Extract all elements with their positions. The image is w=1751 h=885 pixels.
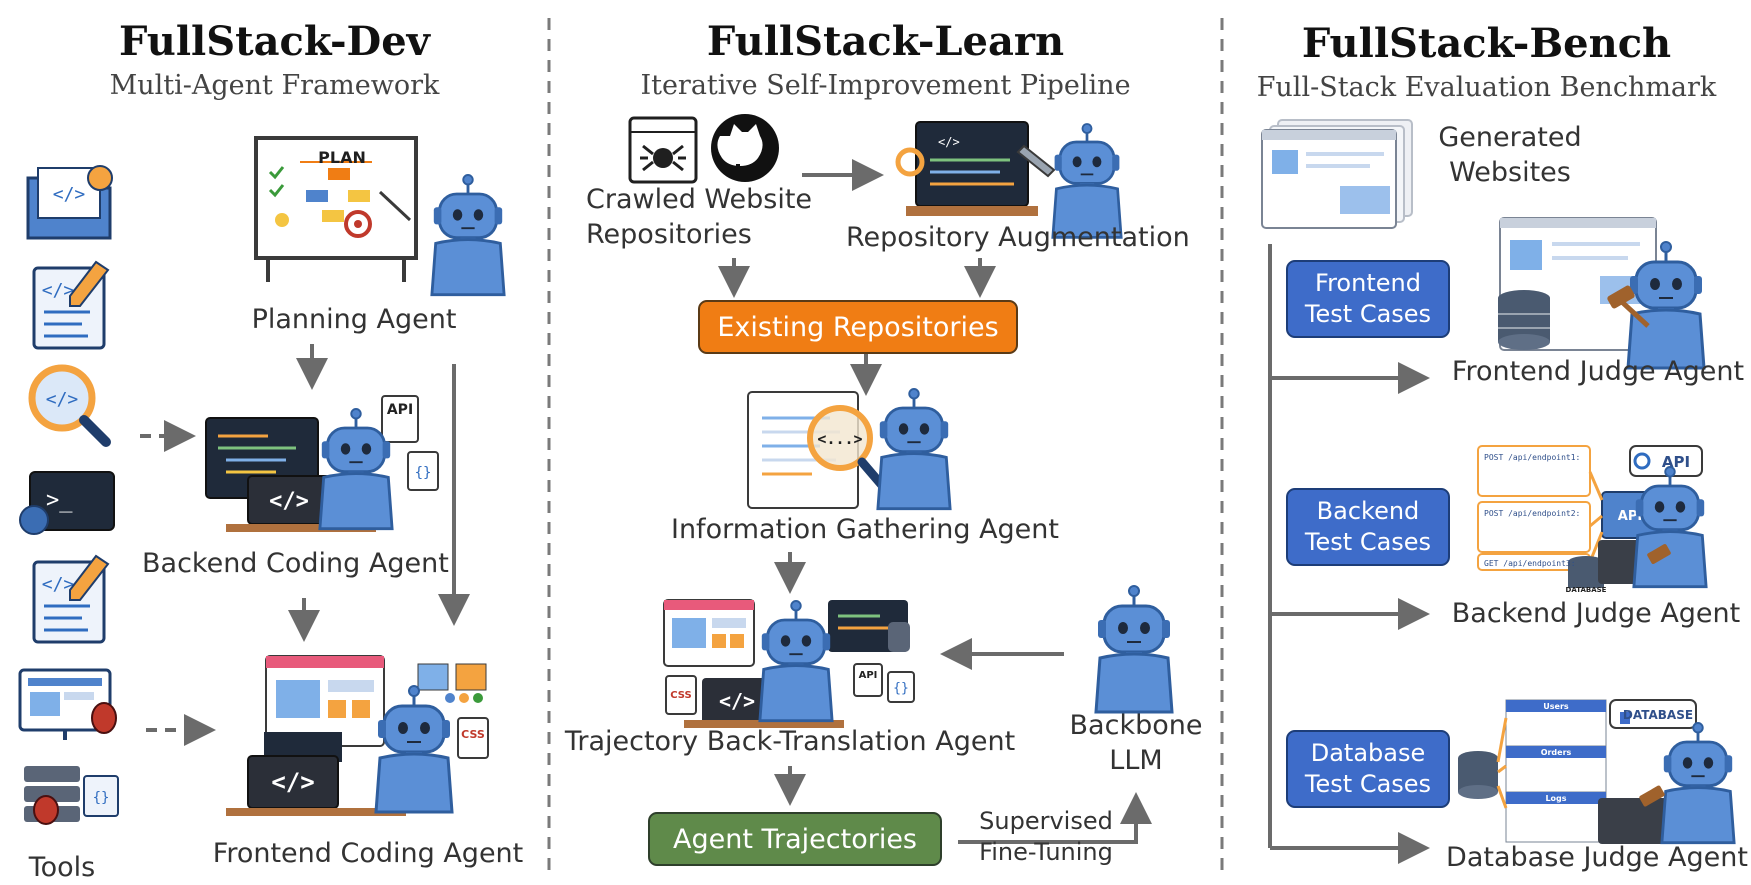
gear-icon — [895, 147, 925, 177]
augmentation-illustration: </> — [895, 121, 1056, 216]
database-small-label: DATABASE — [1566, 586, 1607, 594]
edit-code-icon: </> — [32, 260, 110, 350]
frontend-judge-label: Frontend Judge Agent — [1451, 356, 1745, 387]
middle-subtitle: Iterative Self-Improvement Pipeline — [640, 70, 1131, 101]
info-robot-icon — [876, 387, 952, 511]
plan-board-text: PLAN — [318, 148, 366, 167]
existing-repositories-box: Existing Repositories — [698, 300, 1018, 354]
edit-doc-icon: </> — [32, 554, 110, 644]
endpoint-1-line: POST /api/endpoint1: — [1484, 453, 1580, 462]
gavel-icon — [1639, 785, 1665, 807]
users-table-title: Users — [1543, 702, 1569, 711]
folder-code-icon: </> — [26, 165, 113, 240]
github-icon — [711, 114, 779, 182]
endpoint-2-line: POST /api/endpoint2: — [1484, 509, 1580, 518]
frontend-agent-label: Frontend Coding Agent — [212, 838, 524, 869]
svg-text:</>: </> — [53, 184, 86, 205]
endpoint-3-line: GET /api/endpoint3: — [1484, 559, 1576, 568]
agent-trajectories-box: Agent Trajectories — [648, 812, 942, 866]
back-translation-illustration: </> {} — [663, 599, 915, 728]
database-badge: DATABASE — [1623, 708, 1693, 722]
svg-text:</>: </> — [271, 768, 314, 796]
frontend-illustration: </> — [226, 655, 489, 816]
right-subtitle: Full-Stack Evaluation Benchmark — [1256, 72, 1717, 103]
planning-board-illustration — [254, 136, 418, 282]
backend-api-label: API — [387, 402, 413, 418]
info-gathering-illustration — [747, 391, 891, 509]
monitor-bug-icon — [18, 668, 117, 740]
backend-judge-label: Backend Judge Agent — [1451, 598, 1741, 629]
backbone-robot-icon — [1094, 584, 1174, 714]
svg-text:</>: </> — [938, 135, 960, 149]
database-judge-illustration — [1458, 699, 1697, 844]
terminal-icon: >_ — [19, 471, 115, 535]
crawled-repositories-label: Crawled Website Repositories — [586, 184, 813, 251]
planning-robot-icon — [430, 173, 506, 297]
frontend-css-label: CSS — [461, 728, 485, 741]
generated-websites-icon — [1261, 119, 1413, 229]
tools-label: Tools — [28, 852, 96, 883]
svg-text:</>: </> — [42, 280, 75, 301]
backend-agent-label: Backend Coding Agent — [142, 548, 449, 579]
svg-text:</>: </> — [42, 574, 75, 595]
spider-web-icon — [628, 116, 698, 184]
frontend-robot-icon — [374, 684, 454, 814]
database-judge-robot-icon — [1660, 721, 1736, 845]
bt-api-label: API — [859, 670, 878, 681]
gavel-icon — [1607, 285, 1650, 328]
back-translation-agent-label: Trajectory Back-Translation Agent — [564, 726, 1016, 757]
search-code-icon: </> — [28, 364, 111, 447]
backend-test-cases-box: Backend Test Cases — [1286, 488, 1450, 566]
left-subtitle: Multi-Agent Framework — [109, 70, 440, 101]
svg-text:{}: {} — [893, 681, 909, 696]
svg-text:{}: {} — [415, 465, 432, 481]
database-test-cases-box: Database Test Cases — [1286, 730, 1450, 808]
left-title: FullStack-Dev — [119, 18, 430, 65]
bt-css-label: CSS — [670, 690, 691, 701]
right-title: FullStack-Bench — [1301, 20, 1672, 67]
backend-illustration: </> {} — [205, 395, 439, 532]
svg-text:</>: </> — [269, 489, 309, 514]
sft-label: Supervised Fine-Tuning — [979, 807, 1113, 867]
svg-text:</>: </> — [46, 389, 79, 410]
server-bug-icon: {} — [24, 766, 119, 825]
middle-title: FullStack-Learn — [706, 18, 1065, 65]
backtranslation-robot-icon — [758, 599, 834, 723]
augmentation-label: Repository Augmentation — [846, 222, 1190, 253]
database-judge-label: Database Judge Agent — [1446, 842, 1748, 873]
orders-table-title: Orders — [1541, 748, 1572, 757]
info-gathering-agent-label: Information Gathering Agent — [670, 514, 1059, 545]
generated-websites-label: Generated Websites — [1438, 122, 1582, 189]
planning-agent-label: Planning Agent — [251, 304, 457, 335]
logs-table-title: Logs — [1545, 794, 1566, 803]
svg-text:</>: </> — [719, 689, 755, 713]
arrow-trajectories-to-backbone — [958, 792, 1152, 844]
gavel-icon — [1647, 544, 1671, 564]
backbone-llm-label: Backbone LLM — [1069, 710, 1203, 777]
frontend-test-cases-box: Frontend Test Cases — [1286, 260, 1450, 338]
svg-text:{}: {} — [93, 790, 110, 806]
info-glyph: <...> — [817, 430, 862, 448]
svg-text:>_: >_ — [46, 488, 73, 513]
